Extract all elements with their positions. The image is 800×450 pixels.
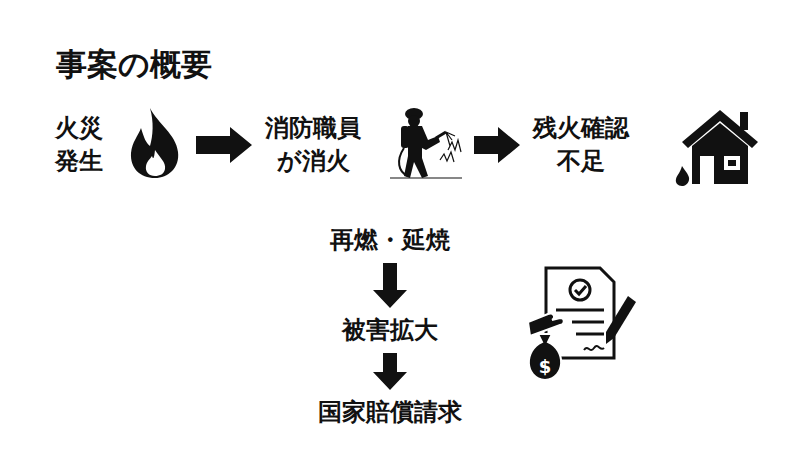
- claim-document-icon: $: [528, 268, 636, 380]
- firefighter-head: [408, 115, 420, 127]
- step-label: 再燃・延焼: [290, 224, 490, 257]
- document-check-circle: [570, 280, 590, 300]
- house-chimney: [740, 112, 748, 130]
- house-window-inner: [728, 160, 736, 166]
- fire-inner: [146, 150, 165, 176]
- money-bag: [529, 334, 561, 380]
- flow-step: 残火確認 不足: [526, 112, 650, 178]
- house-window: [724, 156, 740, 170]
- house-icon: [676, 110, 758, 186]
- document-sheet: [546, 268, 614, 358]
- block-arrow: [196, 127, 252, 163]
- document-line: [556, 309, 604, 312]
- water-spray: [390, 132, 462, 178]
- document-check: [575, 286, 586, 294]
- fire-icon: [131, 108, 178, 178]
- diagram-title: 事案の概要: [56, 46, 212, 83]
- step-label: 火災 発生: [48, 112, 110, 178]
- firefighter-icon: [390, 108, 462, 178]
- flow-step: 再燃・延焼: [290, 224, 490, 257]
- step-label: 消防職員 が消火: [258, 112, 368, 178]
- firefighter-body: [404, 126, 440, 178]
- firefighter-tank: [401, 126, 409, 148]
- hand: [528, 314, 564, 336]
- step-label: 国家賠償請求: [290, 396, 490, 429]
- flow-step: 消防職員 が消火: [258, 112, 468, 178]
- house-flame: [676, 166, 689, 186]
- document-line: [576, 333, 604, 336]
- money-bag-symbol: $: [539, 356, 552, 377]
- step-label: 残火確認 不足: [526, 112, 636, 178]
- document-pen: [606, 296, 636, 344]
- flow-step: 被害拡大: [290, 314, 490, 347]
- firefighter-nozzle: [436, 132, 446, 138]
- document-line: [572, 321, 604, 324]
- flow-step: 火災 発生: [48, 112, 190, 178]
- block-arrow: [373, 263, 407, 308]
- fire-flame: [131, 108, 178, 178]
- block-arrow: [373, 353, 407, 390]
- house-door: [700, 156, 714, 184]
- document-signature: [584, 346, 604, 350]
- step-label: 被害拡大: [290, 314, 490, 347]
- flow-step: 国家賠償請求: [290, 396, 490, 429]
- firefighter-hose: [399, 148, 408, 176]
- house-body: [692, 123, 748, 184]
- block-arrow: [474, 127, 520, 163]
